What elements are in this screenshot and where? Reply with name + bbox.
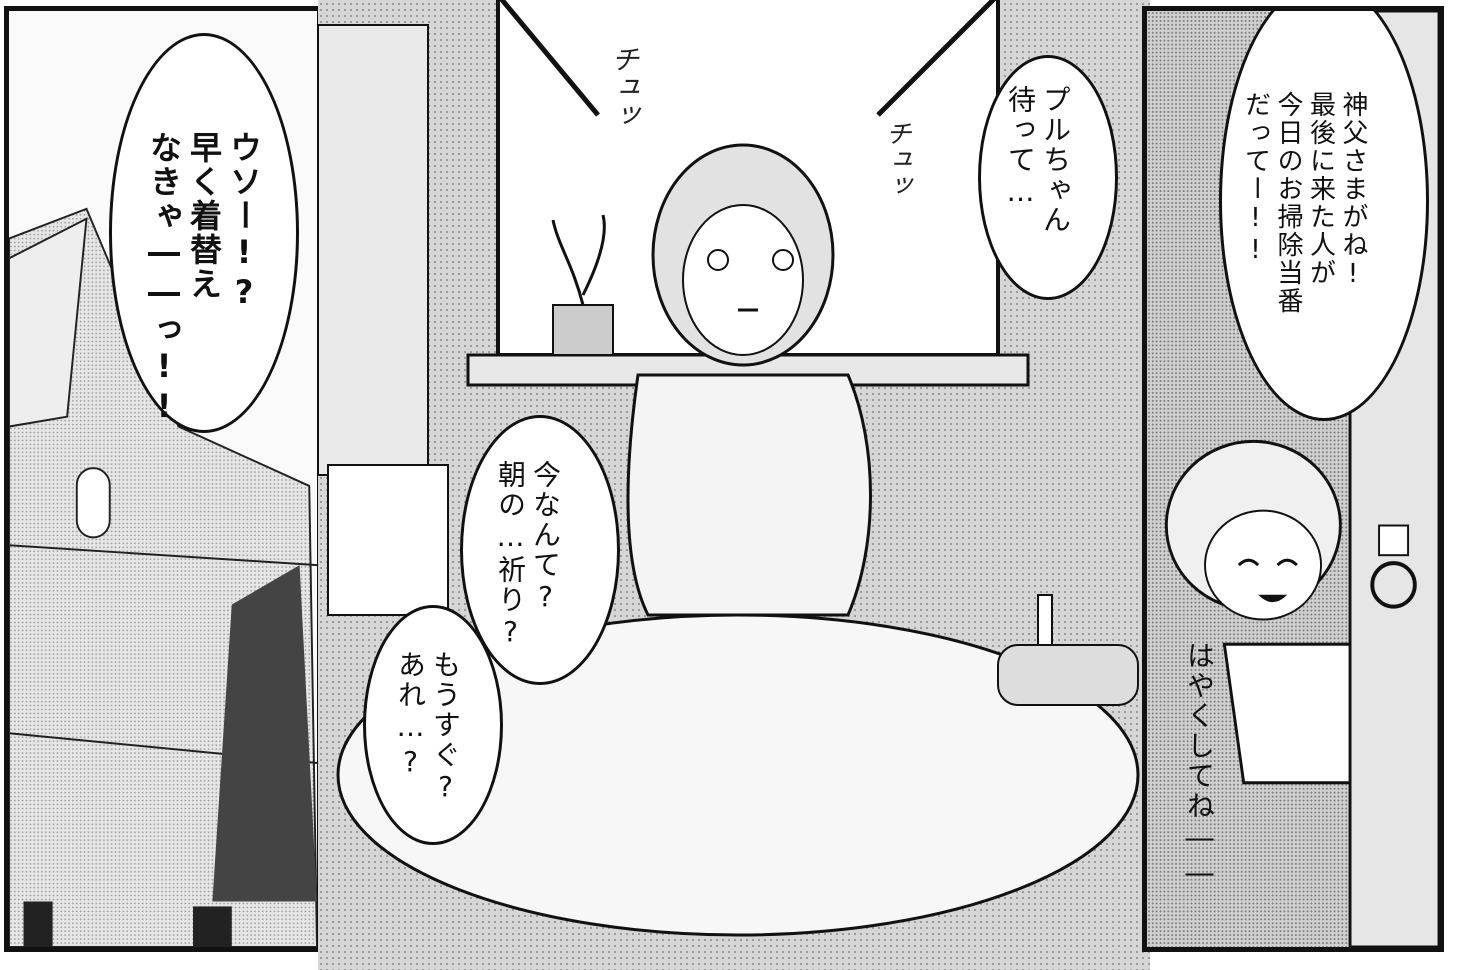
center-panel: チュッ チュッ プルちゃん 待って… 今なんて? 朝の…祈り? もうすぐ? あれ… [318,0,1150,970]
caption-hurry: はやくしてね―― [1183,641,1216,891]
left-panel: ウソー!? 早く着替え なきゃ――っ!! [4,6,322,952]
right-panel: 神父さまがね! 最後に来た人が 今日のお掃除当番 だってー!! はやくしてね―― [1142,6,1444,952]
speech-text-right: 神父さまがね! 最後に来た人が 今日のお掃除当番 だってー!! [1240,91,1369,315]
speech-bubble-left [109,33,299,433]
speech-bubble-top [978,55,1118,300]
speech-text-left: ウソー!? 早く着替え なきゃ――っ!! [145,131,263,427]
speech-bubble-right [1219,11,1429,421]
sfx-chirp-1: チュッ [607,45,640,129]
speech-text-mid: 今なんて? 朝の…祈り? [494,460,562,650]
speech-bubble-mid [460,415,620,685]
speech-text-top: プルちゃん 待って… [1004,85,1072,235]
speech-bubble-low [363,605,503,845]
speech-text-low: もうすぐ? あれ…? [394,650,462,805]
sfx-chirp-2: チュッ [881,120,911,198]
